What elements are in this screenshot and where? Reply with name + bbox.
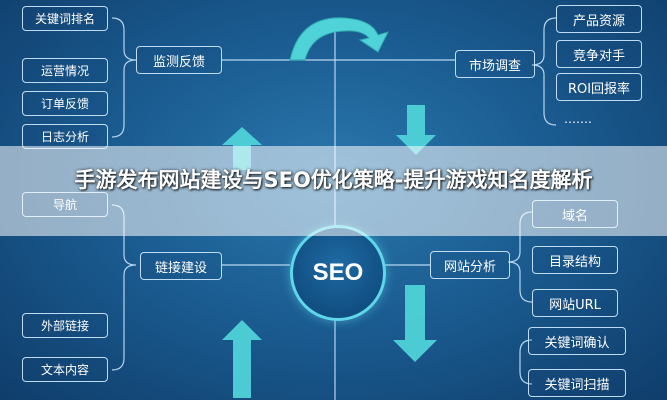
- title-banner: [0, 146, 667, 236]
- monitor-feedback-box: 监测反馈: [136, 46, 222, 74]
- right-item-product-resources: 产品资源: [556, 5, 642, 33]
- right-item-keyword-confirm: 关键词确认: [528, 327, 626, 355]
- left-item-order-feedback: 订单反馈: [22, 91, 108, 116]
- market-research-box: 市场调查: [455, 50, 535, 78]
- right-item-roi: ROI回报率: [556, 73, 642, 101]
- left-item-keyword-rank: 关键词排名: [22, 6, 108, 31]
- article-title: 手游发布网站建设与SEO优化策略-提升游戏知名度解析: [74, 168, 593, 192]
- curved-arrow-icon: [289, 17, 389, 61]
- right-item-directory: 目录结构: [532, 246, 618, 274]
- left-item-external-links: 外部链接: [22, 313, 108, 338]
- up-arrow-icon-lower: [222, 320, 262, 398]
- down-arrow-icon: [396, 105, 436, 155]
- site-analysis-box: 网站分析: [430, 251, 510, 279]
- left-item-text-content: 文本内容: [22, 357, 108, 382]
- left-item-operations: 运营情况: [22, 58, 108, 83]
- right-item-ellipsis: …….: [564, 112, 592, 126]
- right-item-competitors: 竞争对手: [556, 40, 642, 68]
- left-item-log-analysis: 日志分析: [22, 124, 108, 149]
- down-arrow-icon-lower: [393, 285, 437, 362]
- seo-center-circle: SEO: [290, 225, 386, 321]
- right-item-site-url: 网站URL: [532, 289, 618, 317]
- link-building-box: 链接建设: [140, 252, 222, 280]
- right-item-keyword-scan: 关键词扫描: [528, 369, 626, 397]
